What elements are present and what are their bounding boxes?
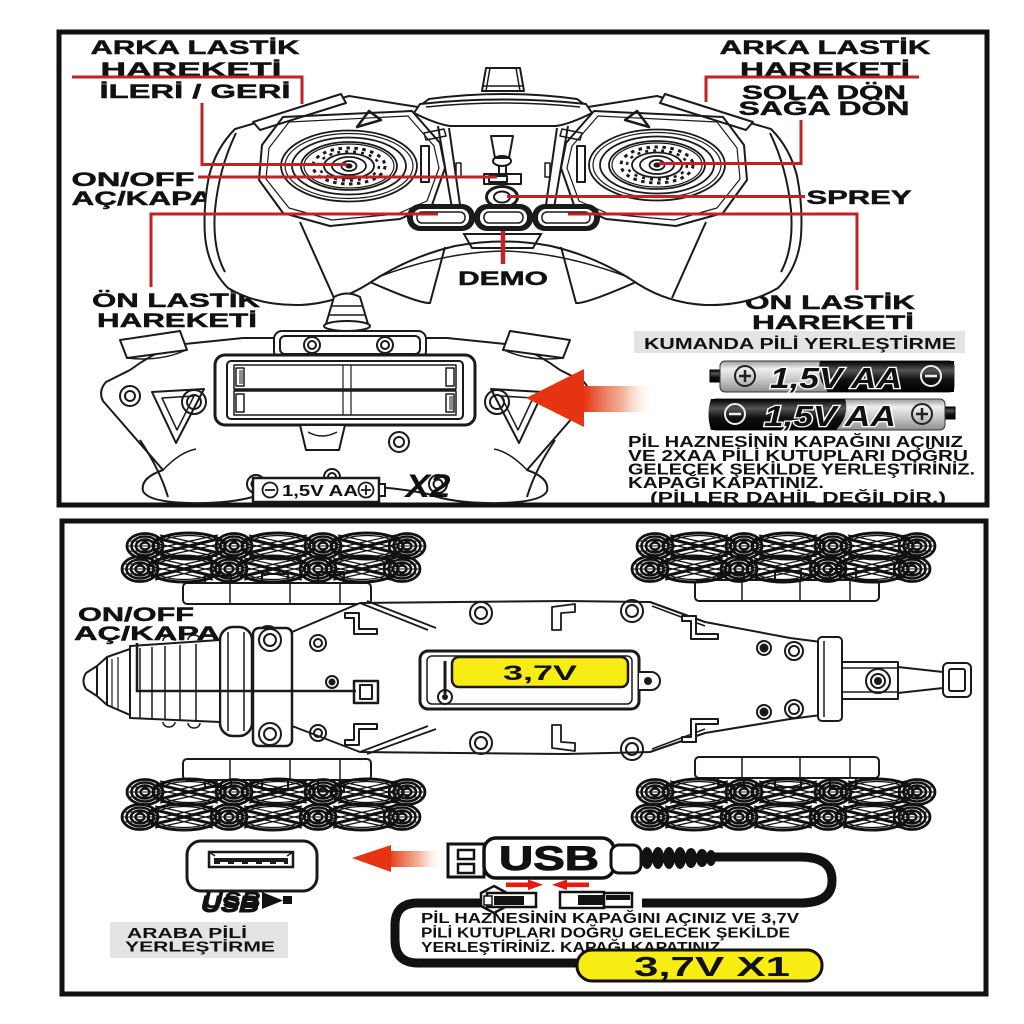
svg-text:AÇ/KAPA: AÇ/KAPA [74, 624, 220, 645]
svg-text:3,7V X1: 3,7V X1 [634, 951, 790, 982]
svg-text:YERLEŞTİRME: YERLEŞTİRME [125, 939, 275, 956]
svg-text:AÇ/KAPA: AÇ/KAPA [72, 189, 213, 210]
svg-text:HAREKETİ: HAREKETİ [752, 313, 914, 334]
svg-text:ÖN LASTİK: ÖN LASTİK [745, 293, 915, 314]
svg-text:ÖN LASTİK: ÖN LASTİK [92, 291, 260, 312]
svg-text:(PİLLER DAHİL DEĞİLDİR.): (PİLLER DAHİL DEĞİLDİR.) [650, 488, 946, 507]
svg-text:İLERİ / GERİ: İLERİ / GERİ [100, 82, 291, 103]
svg-text:3,7V: 3,7V [503, 662, 577, 685]
svg-text:1,5V AA: 1,5V AA [770, 363, 902, 395]
svg-text:SOLA DÖN: SOLA DÖN [742, 83, 906, 104]
svg-text:USB: USB [203, 887, 261, 913]
svg-text:HAREKETİ: HAREKETİ [97, 311, 257, 332]
svg-text:USB: USB [201, 891, 259, 917]
svg-text:1,5V AA: 1,5V AA [282, 483, 358, 500]
svg-text:KAPAĞI KAPATINIZ.: KAPAĞI KAPATINIZ. [628, 474, 824, 492]
svg-text:SPREY: SPREY [807, 188, 913, 209]
svg-text:ON/OFF: ON/OFF [78, 605, 194, 626]
svg-text:ARKA LASTİK: ARKA LASTİK [720, 38, 931, 59]
svg-text:ON/OFF: ON/OFF [72, 170, 195, 191]
svg-text:KUMANDA PİLİ YERLEŞTİRME: KUMANDA PİLİ YERLEŞTİRME [644, 335, 956, 353]
svg-text:DEMO: DEMO [458, 269, 548, 290]
svg-text:PİL HAZNESİNİN KAPAĞINI AÇINIZ: PİL HAZNESİNİN KAPAĞINI AÇINIZ [628, 433, 964, 451]
svg-text:PİL HAZNESİNİN KAPAĞINI AÇINIZ: PİL HAZNESİNİN KAPAĞINI AÇINIZ VE 3,7V [421, 909, 799, 927]
svg-text:SAĞA DÖN: SAĞA DÖN [739, 98, 910, 120]
svg-text:X2: X2 [403, 468, 451, 504]
svg-text:USB: USB [499, 840, 599, 878]
svg-text:PİLİ KUTUPLARI DOĞRU GELECEK Ş: PİLİ KUTUPLARI DOĞRU GELECEK ŞEKİLDE [421, 924, 790, 942]
svg-text:ARABA PİLİ: ARABA PİLİ [127, 925, 247, 942]
svg-text:ARKA LASTİK: ARKA LASTİK [91, 38, 300, 59]
svg-text:GELECEK ŞEKİLDE YERLEŞTİRİNİZ.: GELECEK ŞEKİLDE YERLEŞTİRİNİZ. [628, 462, 975, 479]
svg-text:1,5V AA: 1,5V AA [764, 401, 896, 433]
svg-text:VE 2XAA PİLİ KUTUPLARI DOĞRU: VE 2XAA PİLİ KUTUPLARI DOĞRU [628, 447, 968, 465]
